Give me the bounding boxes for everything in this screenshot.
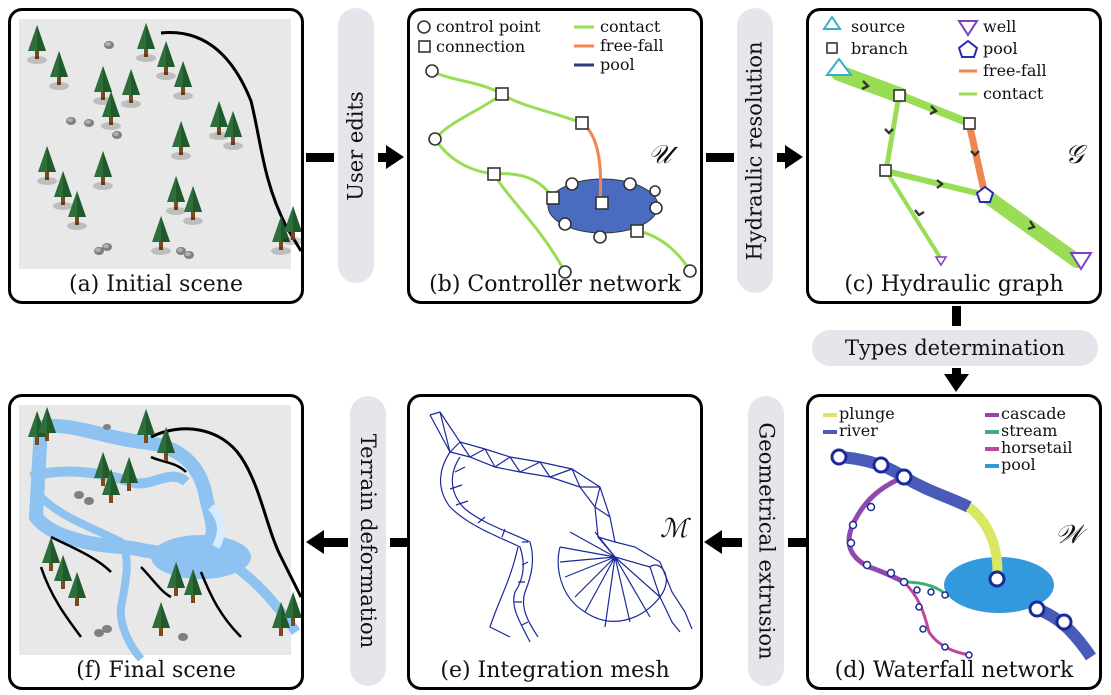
panel-integration-mesh: ℳ (e) Integration mesh <box>407 394 703 690</box>
legend-horsetail: horsetail <box>1001 438 1072 457</box>
caption-hydraulic-graph: (c) Hydraulic graph <box>844 272 1064 297</box>
arrow-c-d-head <box>944 374 969 392</box>
legend-free-fall-c: free-fall <box>983 61 1047 80</box>
panel-final-scene: (f) Final scene <box>8 394 304 690</box>
legend-contact: contact <box>600 17 661 36</box>
arrow-d-e-head <box>704 530 722 554</box>
legend-connection: connection <box>436 37 525 56</box>
arrow-b-c-head <box>785 145 803 169</box>
waterfall-network-diagram: plunge river cascade stream horsetail po… <box>823 404 1096 661</box>
legend-pool-c: pool <box>983 39 1018 58</box>
connection-legend-icon <box>418 40 431 53</box>
step-geometrical-extrusion: Geometrical extrusion <box>748 396 784 686</box>
step-types-determination-label: Types determination <box>845 336 1065 360</box>
legend-pool: pool <box>600 55 635 74</box>
arrow-e-f-head <box>306 530 324 554</box>
arrow-a-b-tail <box>306 153 334 162</box>
hydraulic-graph-diagram: source branch well pool free-fall contac… <box>822 15 1093 271</box>
legend-free-fall: free-fall <box>600 36 664 55</box>
well-legend-icon <box>957 20 979 37</box>
legend-cascade: cascade <box>1001 404 1066 423</box>
caption-waterfall-network: (d) Waterfall network <box>834 658 1074 683</box>
step-terrain-deformation: Terrain deformation <box>350 396 386 686</box>
legend-pool-d: pool <box>1001 455 1036 474</box>
caption-controller-network: (b) Controller network <box>429 272 681 297</box>
caption-integration-mesh: (e) Integration mesh <box>440 658 670 683</box>
legend-source: source <box>851 17 905 36</box>
panel-initial-scene: (a) Initial scene <box>8 8 304 304</box>
legend-well: well <box>983 17 1016 36</box>
controller-network-diagram: control point connection contact free-fa… <box>417 17 697 279</box>
legend-contact-c: contact <box>983 84 1044 103</box>
panel-waterfall-network: plunge river cascade stream horsetail po… <box>806 394 1102 690</box>
legend-stream: stream <box>1001 421 1057 440</box>
control-point-legend-icon <box>417 20 431 34</box>
legend-branch: branch <box>851 39 908 58</box>
panel-hydraulic-graph: source branch well pool free-fall contac… <box>806 8 1102 304</box>
caption-final-scene: (f) Final scene <box>76 658 236 683</box>
final-scene-illustration <box>19 405 301 662</box>
integration-mesh-diagram: ℳ <box>429 411 693 643</box>
arrow-a-b-head <box>386 145 404 169</box>
caption-initial-scene: (a) Initial scene <box>68 272 243 297</box>
step-user-edits: User edits <box>338 8 374 283</box>
step-hydraulic-resolution: Hydraulic resolution <box>737 8 773 293</box>
legend-plunge: plunge <box>839 404 895 423</box>
legend-river: river <box>839 421 878 440</box>
initial-scene-illustration <box>19 19 301 269</box>
symbol-g: 𝒢 <box>1065 140 1088 170</box>
step-types-determination: Types determination <box>812 330 1098 366</box>
pool-legend-icon <box>957 39 979 58</box>
symbol-m: ℳ <box>660 514 691 544</box>
legend-control-point: control point <box>436 17 541 36</box>
panel-controller-network: control point connection contact free-fa… <box>407 8 703 304</box>
source-legend-icon <box>822 15 842 30</box>
